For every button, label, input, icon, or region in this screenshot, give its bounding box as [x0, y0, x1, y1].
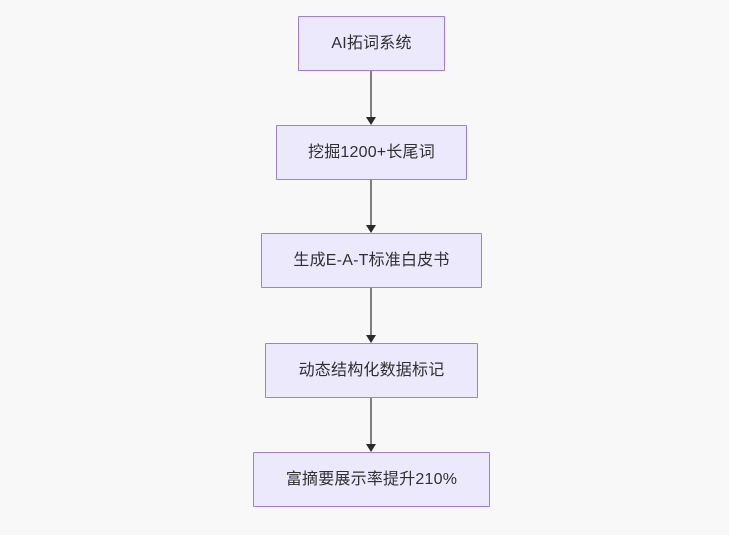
flow-node-rich-snippet-rate-increase[interactable]: 富摘要展示率提升210%: [253, 452, 490, 507]
flow-node-generate-eat-whitepaper[interactable]: 生成E-A-T标准白皮书: [261, 233, 482, 288]
connector-arrow-3: [366, 288, 376, 343]
connector-arrow-4: [366, 398, 376, 452]
flow-node-label: 挖掘1200+长尾词: [308, 143, 435, 161]
flow-node-ai-keyword-system[interactable]: AI拓词系统: [298, 16, 445, 71]
connector-arrow-1: [366, 71, 376, 125]
arrowhead-icon: [366, 225, 376, 233]
flow-node-dynamic-structured-data-markup[interactable]: 动态结构化数据标记: [265, 343, 478, 398]
arrowhead-icon: [366, 335, 376, 343]
connector-arrow-2: [366, 180, 376, 233]
flow-node-label: 动态结构化数据标记: [298, 361, 445, 379]
connector-line: [370, 288, 372, 335]
connector-line: [370, 180, 372, 225]
flow-node-label: AI拓词系统: [331, 34, 412, 52]
arrowhead-icon: [366, 444, 376, 452]
arrowhead-icon: [366, 117, 376, 125]
flow-node-mine-longtail-keywords[interactable]: 挖掘1200+长尾词: [276, 125, 467, 180]
connector-line: [370, 71, 372, 117]
flow-node-label: 富摘要展示率提升210%: [285, 470, 458, 488]
connector-line: [370, 398, 372, 444]
flow-node-label: 生成E-A-T标准白皮书: [293, 251, 450, 269]
